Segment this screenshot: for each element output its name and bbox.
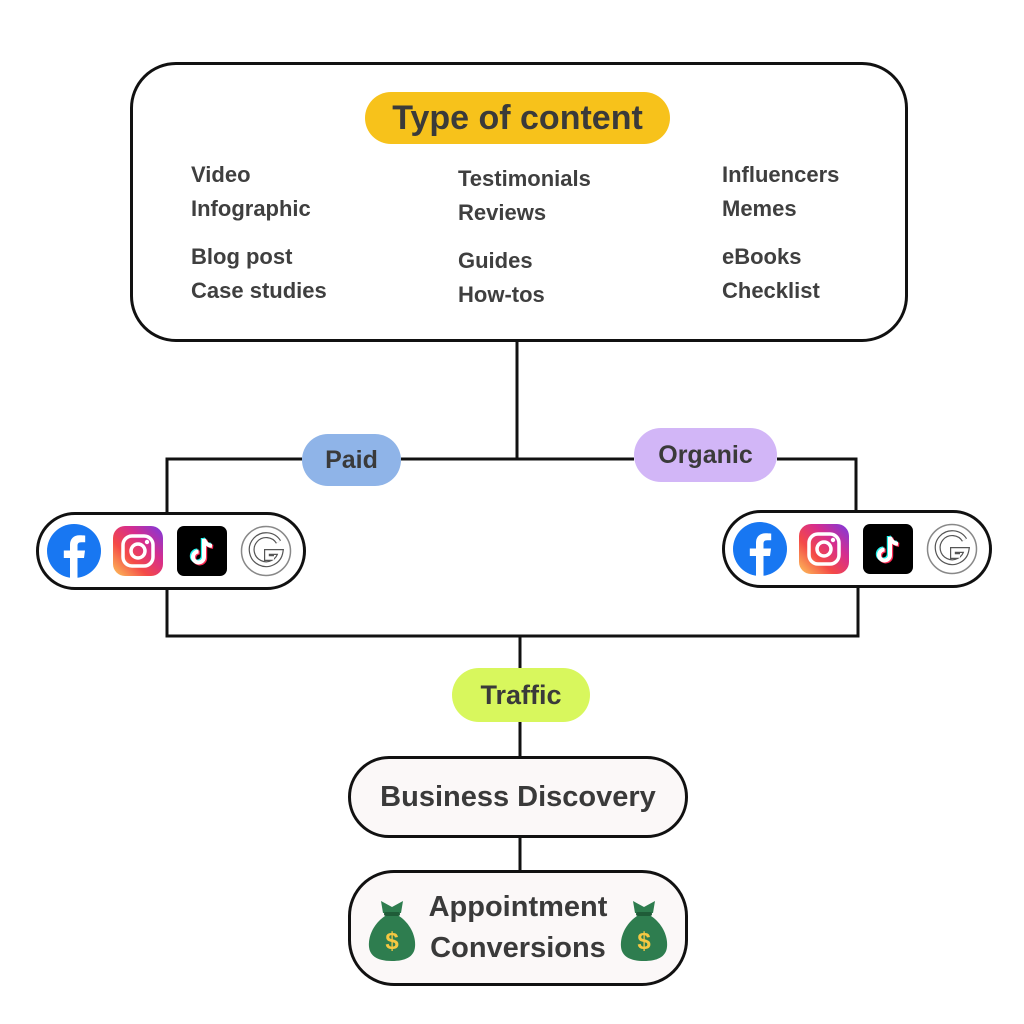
svg-text:$: $: [637, 928, 651, 955]
conversions-label: Appointment Conversions: [411, 887, 625, 969]
content-column-3: Influencers Memes eBooks Checklist: [722, 158, 839, 308]
content-column-2: Testimonials Reviews Guides How-tos: [458, 162, 591, 312]
tiktok-icon: [861, 522, 915, 576]
content-type-title: Type of content: [365, 92, 670, 144]
instagram-icon: [111, 524, 165, 578]
appointment-conversions-box: $ Appointment Conversions $: [348, 870, 688, 986]
content-item-how-tos: How-tos: [458, 282, 545, 307]
svg-text:$: $: [385, 928, 399, 955]
google-icon: [239, 524, 293, 578]
business-discovery-label: Business Discovery: [380, 780, 656, 813]
content-item-ebooks: eBooks: [722, 244, 802, 269]
moneybag-icon: $: [365, 897, 419, 963]
facebook-icon: [47, 524, 101, 578]
conversions-line-1: Appointment: [428, 891, 608, 923]
instagram-icon: [797, 522, 851, 576]
tiktok-icon: [175, 524, 229, 578]
content-item-video: Video: [191, 162, 251, 187]
content-column-1: Video Infographic Blog post Case studies: [191, 158, 327, 308]
business-discovery-box: Business Discovery: [348, 756, 688, 838]
paid-platforms: [36, 512, 306, 590]
content-item-memes: Memes: [722, 196, 797, 221]
content-item-checklist: Checklist: [722, 278, 820, 303]
content-item-infographic: Infographic: [191, 196, 311, 221]
organic-platforms: [722, 510, 992, 588]
traffic-label: Traffic: [452, 668, 590, 722]
moneybag-icon: $: [617, 897, 671, 963]
content-item-blog-post: Blog post: [191, 244, 293, 269]
organic-label: Organic: [634, 428, 777, 482]
content-item-testimonials: Testimonials: [458, 166, 591, 191]
content-item-guides: Guides: [458, 248, 533, 273]
paid-label: Paid: [302, 434, 401, 486]
google-icon: [925, 522, 979, 576]
facebook-icon: [733, 522, 787, 576]
conversions-line-2: Conversions: [430, 932, 606, 964]
content-item-influencers: Influencers: [722, 162, 840, 187]
content-item-reviews: Reviews: [458, 200, 547, 225]
content-item-case-studies: Case studies: [191, 278, 327, 303]
